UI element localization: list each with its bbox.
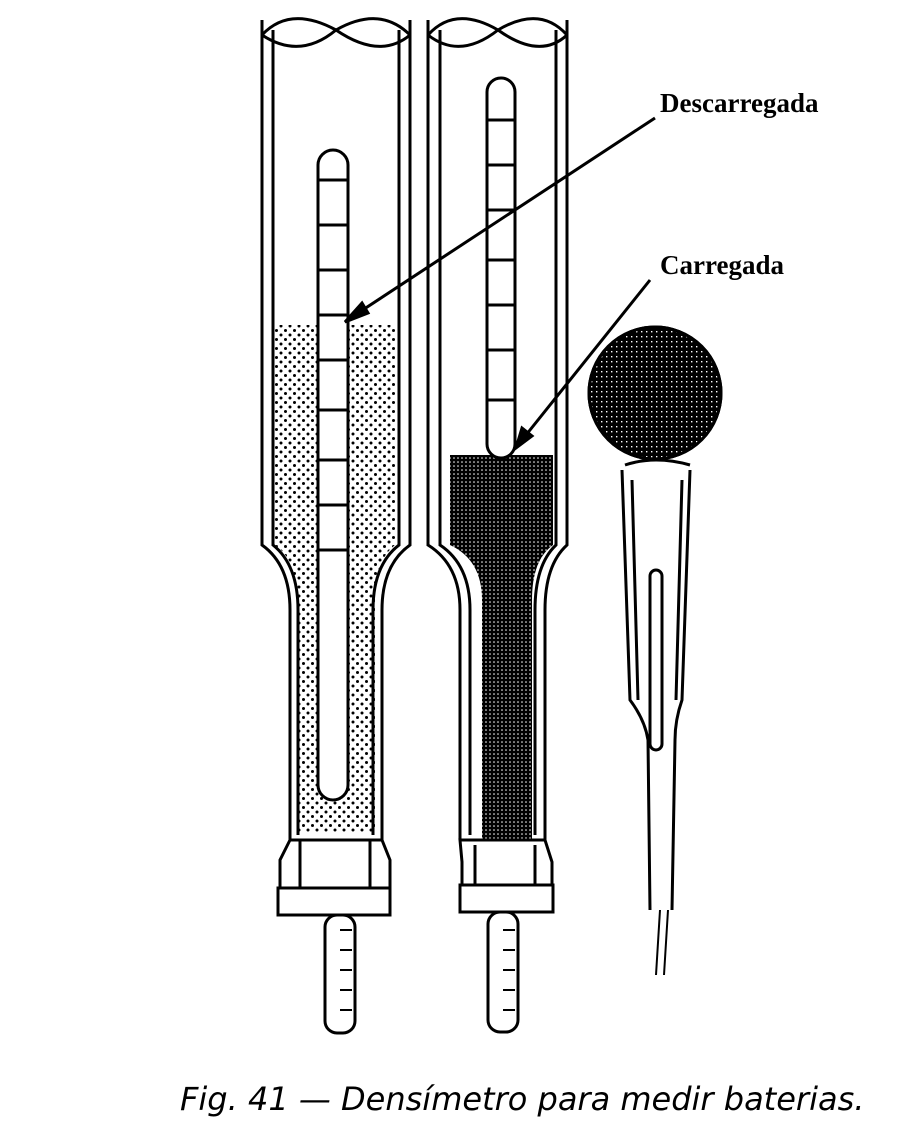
label-charged: Carregada <box>660 250 784 280</box>
pointer-discharged <box>354 116 656 317</box>
arrowhead-discharged <box>343 300 371 324</box>
suction-bulb-tube <box>587 325 723 976</box>
hydrometer-charged <box>426 17 569 1034</box>
arrowhead-charged <box>513 425 535 452</box>
label-discharged: Descarregada <box>660 88 819 118</box>
pointer-charged <box>520 279 652 441</box>
hydrometer-discharged <box>260 17 412 1035</box>
figure-caption: Fig. 41 — Densímetro para medir baterias… <box>180 1080 865 1118</box>
